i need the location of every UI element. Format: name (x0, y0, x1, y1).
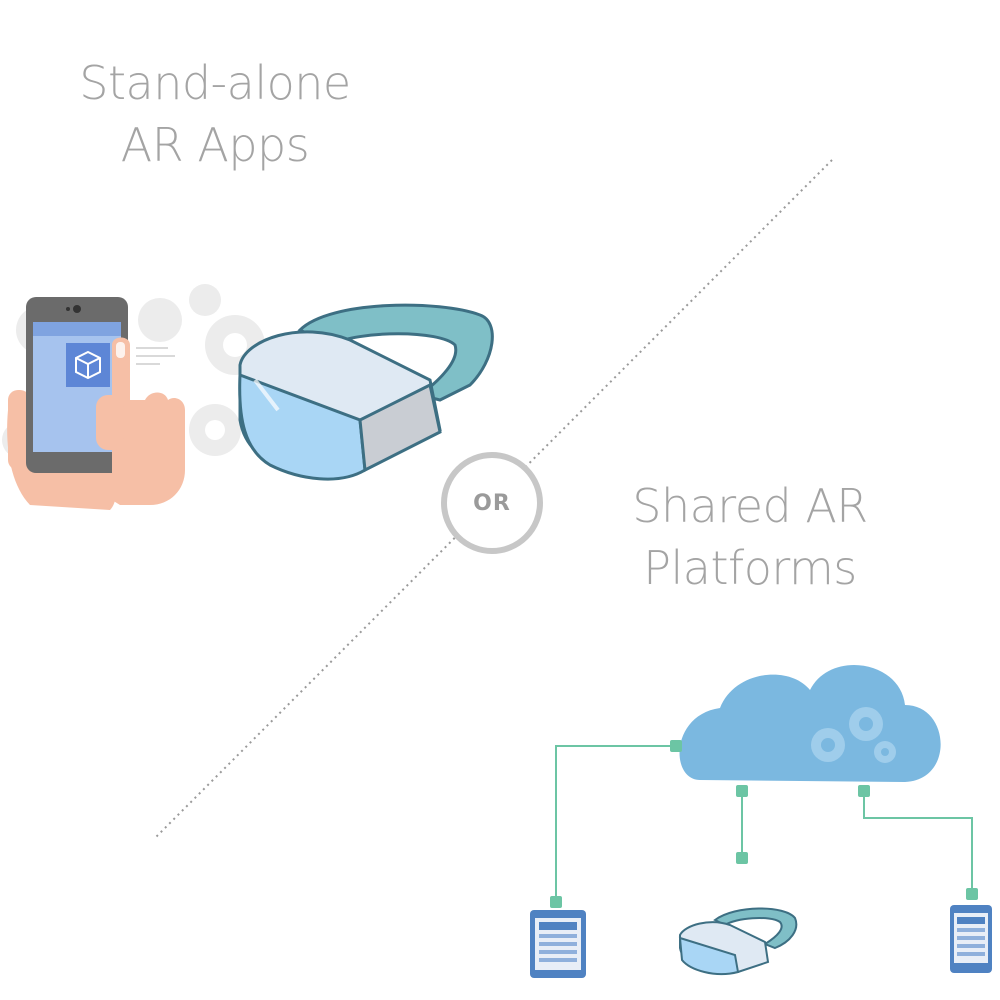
shared-title-line2: Platforms (643, 541, 857, 596)
diagonal-divider (154, 159, 833, 839)
phone-device-icon (950, 905, 992, 973)
hand-icon (7, 390, 117, 510)
or-badge: OR (441, 452, 543, 554)
shared-ar-title: Shared AR Platforms (570, 475, 930, 599)
standalone-ar-title: Stand-alone AR Apps (40, 52, 390, 176)
or-label: OR (473, 490, 511, 516)
ar-cube-icon (66, 343, 110, 387)
small-vr-headset-icon (678, 907, 798, 976)
standalone-title-line2: AR Apps (120, 118, 310, 173)
connector-lines (555, 745, 973, 900)
pointing-hand-icon (96, 337, 185, 505)
shared-title-line1: Shared AR (632, 479, 868, 533)
tablet-icon (530, 910, 586, 978)
cloud-icon (679, 664, 941, 782)
connector-plugs (550, 740, 978, 908)
standalone-title-line1: Stand-alone (79, 56, 351, 110)
vr-headset-icon (238, 303, 494, 481)
